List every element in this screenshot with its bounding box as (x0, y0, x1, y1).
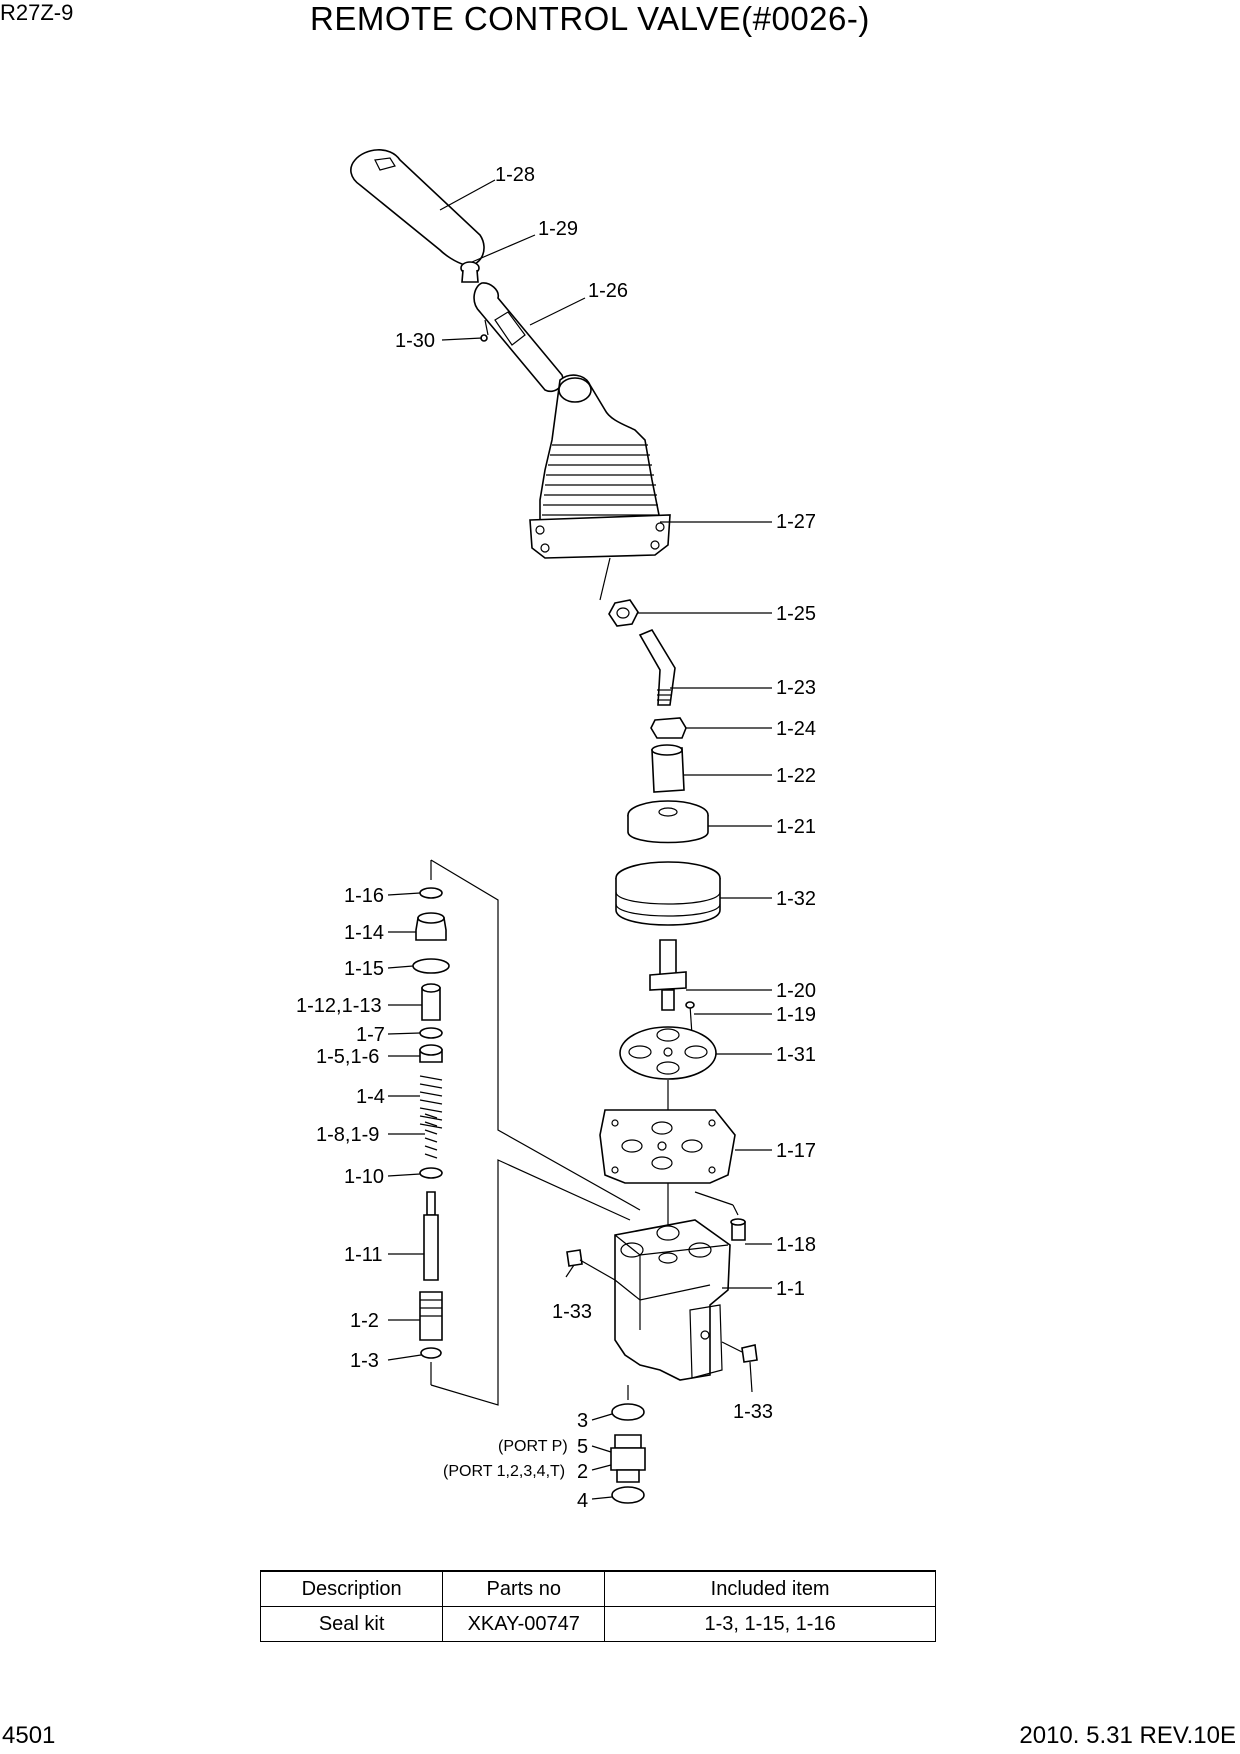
label-1-20: 1-20 (776, 980, 816, 1002)
label-3: 3 (577, 1410, 588, 1432)
label-4: 4 (577, 1490, 588, 1512)
part-plate-1-31 (619, 1026, 717, 1080)
col-header-description: Description (259, 1570, 444, 1607)
label-1-1: 1-1 (776, 1278, 805, 1300)
label-1-18: 1-18 (776, 1234, 816, 1256)
label-1-23: 1-23 (776, 677, 816, 699)
part-lever-cap (460, 261, 480, 283)
col-header-included-item: Included item (604, 1570, 936, 1607)
part-joint-1-20 (649, 939, 687, 1011)
label-1-33-right: 1-33 (733, 1401, 773, 1423)
label-1-26: 1-26 (588, 280, 628, 302)
model-code: R27Z-9 (0, 0, 74, 25)
label-1-28: 1-28 (495, 164, 535, 186)
part-connector-5-2 (610, 1434, 646, 1483)
label-1-10: 1-10 (344, 1166, 384, 1188)
label-1-32: 1-32 (776, 888, 816, 910)
label-1-22: 1-22 (776, 765, 816, 787)
page-title: REMOTE CONTROL VALVE(#0026-) (310, 0, 870, 37)
label-port-1234t: (PORT 1,2,3,4,T) (443, 1463, 565, 1480)
page-number: 4501 (2, 1722, 56, 1749)
label-1-14: 1-14 (344, 922, 384, 944)
part-body-1-1 (614, 1219, 731, 1381)
label-1-7: 1-7 (356, 1024, 385, 1046)
part-plate-1-21 (627, 800, 709, 844)
part-plate-1-17 (599, 1109, 736, 1184)
label-1-19: 1-19 (776, 1004, 816, 1026)
part-coupling-1-22 (651, 744, 685, 793)
spool-column (412, 887, 450, 1359)
cell-included-item: 1-3, 1-15, 1-16 (604, 1606, 936, 1642)
cell-description: Seal kit (259, 1606, 444, 1642)
table-header-row: Description Parts no Included item (259, 1570, 936, 1607)
part-oring-3 (611, 1403, 645, 1421)
label-1-11: 1-11 (344, 1244, 383, 1266)
label-1-27: 1-27 (776, 511, 816, 533)
label-1-21: 1-21 (776, 816, 816, 838)
label-port-p: (PORT P) (498, 1438, 568, 1455)
label-1-4: 1-4 (356, 1086, 385, 1108)
label-1-33-left: 1-33 (552, 1301, 592, 1323)
col-header-parts-no: Parts no (442, 1570, 606, 1607)
part-boot-1-32 (615, 861, 721, 926)
label-1-24: 1-24 (776, 718, 816, 740)
part-lever-grip (350, 149, 485, 266)
label-1-12-1-13: 1-12,1-13 (296, 995, 382, 1017)
part-nut-1-24 (650, 717, 687, 739)
label-1-29: 1-29 (538, 218, 578, 240)
label-5: 5 (577, 1436, 588, 1458)
label-1-5-1-6: 1-5,1-6 (316, 1046, 379, 1068)
part-plug-1-33-right (741, 1344, 758, 1363)
part-plug-1-33-left (566, 1249, 583, 1267)
part-oring-4 (611, 1486, 645, 1504)
part-boot (529, 374, 671, 559)
label-1-17: 1-17 (776, 1140, 816, 1162)
leader-lines (387, 179, 772, 1500)
part-nut-1-25 (608, 599, 639, 627)
table-row: Seal kit XKAY-00747 1-3, 1-15, 1-16 (259, 1606, 936, 1642)
label-1-16: 1-16 (344, 885, 384, 907)
label-1-25: 1-25 (776, 603, 816, 625)
cell-parts-no: XKAY-00747 (442, 1606, 606, 1642)
date-revision: 2010. 5.31 REV.10E (1019, 1722, 1236, 1749)
label-1-3: 1-3 (350, 1350, 379, 1372)
part-rod-1-23 (638, 628, 676, 706)
part-plug-1-18 (730, 1218, 746, 1241)
label-1-2: 1-2 (350, 1310, 379, 1332)
label-2: 2 (577, 1461, 588, 1483)
label-1-30: 1-30 (395, 330, 435, 352)
label-1-15: 1-15 (344, 958, 384, 980)
seal-kit-table: Description Parts no Included item Seal … (259, 1570, 936, 1642)
label-1-31: 1-31 (776, 1044, 816, 1066)
label-1-8-1-9: 1-8,1-9 (316, 1124, 379, 1146)
part-pin (480, 319, 489, 342)
